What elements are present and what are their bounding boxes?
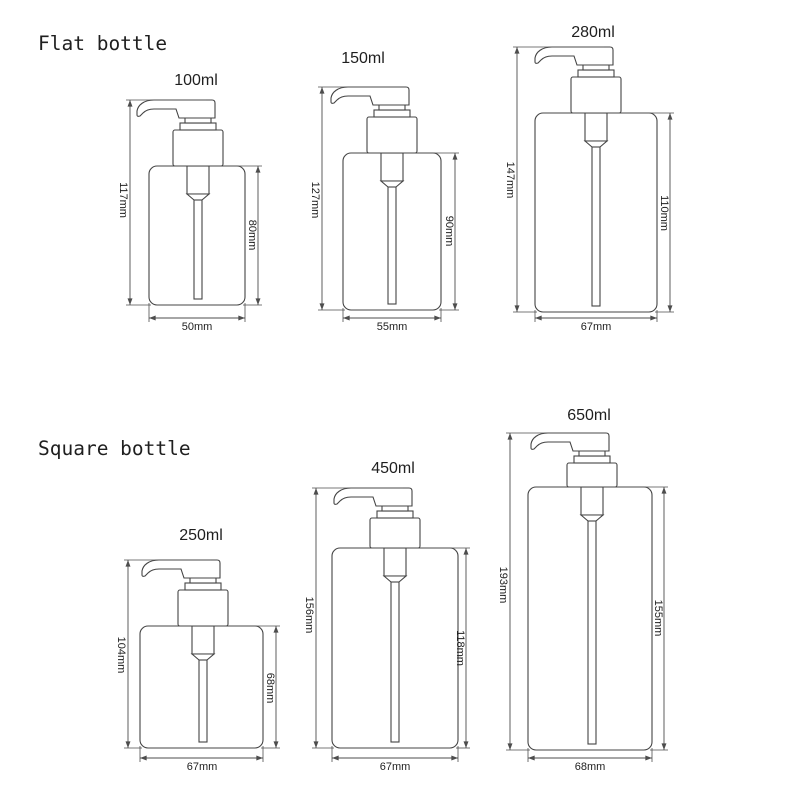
pump-head <box>330 86 410 106</box>
flat-280ml-dimensions <box>513 46 674 322</box>
total-height-label-square-450ml: 156mm <box>303 597 315 634</box>
capacity-label-square-250ml: 250ml <box>179 527 223 544</box>
pump-cylinder <box>383 547 407 577</box>
pump-collar <box>172 129 224 167</box>
width-label-square-650ml: 68mm <box>575 761 606 773</box>
pump-collar <box>566 462 618 488</box>
width-label-flat-280ml: 67mm <box>581 321 612 333</box>
square-250ml-bottle <box>124 559 280 762</box>
pump-cylinder <box>186 165 210 195</box>
flat-280ml-bottle <box>513 46 674 322</box>
pump-head <box>136 99 216 119</box>
total-height-label-square-250ml: 104mm <box>115 637 127 674</box>
total-height-label-flat-280ml: 147mm <box>504 162 516 199</box>
pump-collar-ring <box>373 109 411 118</box>
width-label-flat-100ml: 50mm <box>182 321 213 333</box>
body-height-label-square-250ml: 68mm <box>264 673 276 704</box>
pump-cylinder <box>580 486 604 516</box>
pump-head <box>333 487 413 507</box>
width-label-flat-150ml: 55mm <box>377 321 408 333</box>
dip-tube <box>591 146 601 307</box>
dip-tube <box>198 659 208 743</box>
pump-collar <box>177 589 229 627</box>
pump-collar <box>369 517 421 549</box>
square-450ml-dimensions <box>312 487 470 762</box>
total-height-label-flat-150ml: 127mm <box>309 182 321 219</box>
pump-cylinder <box>380 152 404 182</box>
flat-150ml-dimensions <box>318 86 459 322</box>
capacity-label-square-650ml: 650ml <box>567 407 611 424</box>
flat-100ml-bottle <box>126 99 262 322</box>
total-height-label-square-650ml: 193mm <box>497 567 509 604</box>
pump-collar <box>570 76 622 114</box>
pump-cylinder <box>584 112 608 142</box>
dip-tube <box>387 186 397 305</box>
total-height-label-flat-100ml: 117mm <box>117 182 129 218</box>
flat-100ml-dimensions <box>126 99 262 322</box>
flat-150ml-bottle <box>318 86 459 322</box>
pump-head <box>534 46 614 66</box>
section-title-flat: Flat bottle <box>38 32 167 55</box>
pump-cylinder <box>191 625 215 655</box>
pump-collar-ring <box>573 455 611 464</box>
square-450ml-bottle <box>312 487 470 762</box>
section-title-square: Square bottle <box>38 437 191 460</box>
body-height-label-square-650ml: 155mm <box>652 600 664 637</box>
width-label-square-250ml: 67mm <box>187 761 218 773</box>
body-height-label-flat-280ml: 110mm <box>658 195 670 231</box>
bottle-drawings <box>124 46 674 762</box>
square-250ml-dimensions <box>124 559 280 762</box>
capacity-label-flat-150ml: 150ml <box>341 50 385 67</box>
dip-tube <box>193 199 203 300</box>
capacity-label-flat-280ml: 280ml <box>571 24 615 41</box>
pump-collar-ring <box>577 69 615 78</box>
body-height-label-square-450ml: 118mm <box>454 630 466 666</box>
dip-tube <box>390 581 400 743</box>
square-650ml-bottle <box>506 432 668 762</box>
width-label-square-450ml: 67mm <box>380 761 411 773</box>
pump-head <box>141 559 221 579</box>
pump-collar <box>366 116 418 154</box>
labels: Flat bottle Square bottle 100ml 150ml 28… <box>38 24 670 773</box>
square-650ml-dimensions <box>506 432 668 762</box>
pump-collar-ring <box>376 510 414 519</box>
body-height-label-flat-100ml: 80mm <box>246 220 258 251</box>
pump-head <box>530 432 610 452</box>
pump-collar-ring <box>184 582 222 591</box>
capacity-label-flat-100ml: 100ml <box>174 72 218 89</box>
dip-tube <box>587 520 597 745</box>
body-height-label-flat-150ml: 90mm <box>443 216 455 247</box>
pump-collar-ring <box>179 122 217 131</box>
capacity-label-square-450ml: 450ml <box>371 460 415 477</box>
